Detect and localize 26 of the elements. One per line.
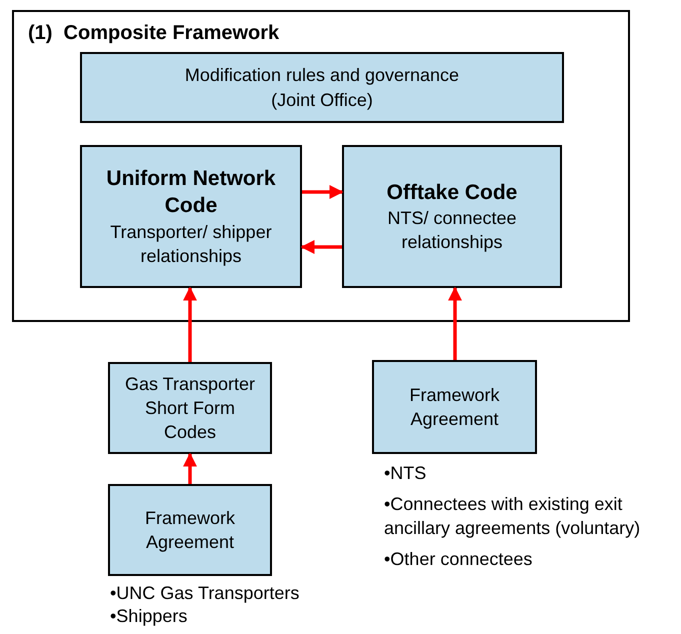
arrow xyxy=(448,286,462,360)
box-heading: Offtake Code xyxy=(386,180,518,206)
process-box xyxy=(108,484,272,576)
arrow xyxy=(183,286,197,362)
process-box xyxy=(372,360,537,454)
arrow xyxy=(300,240,342,254)
box-text: Framework Agreement xyxy=(144,506,236,554)
bullet-item: •UNC Gas Transporters xyxy=(110,582,300,605)
bullet-item: •Shippers xyxy=(110,605,188,628)
arrow xyxy=(302,185,344,199)
bullet-item: •NTS xyxy=(384,462,428,485)
frame-title: (1) Composite Framework xyxy=(28,22,280,45)
box-text: Modification rules and governance (Joint Office) xyxy=(184,64,460,112)
arrow xyxy=(183,452,197,484)
box-heading: Uniform Network Code xyxy=(105,166,277,220)
box-text: NTS/ connectee relationships xyxy=(386,206,518,254)
process-box xyxy=(108,362,272,454)
box-text: Framework Agreement xyxy=(408,384,500,431)
box-text: Transporter/ shipper relationships xyxy=(109,220,273,268)
process-box xyxy=(80,52,564,123)
process-box xyxy=(80,145,302,288)
bullet-item: •Connectees with existing exit ancillary agreements (voluntary) xyxy=(384,493,642,540)
box-text: Gas Transporter Short Form Codes xyxy=(124,372,256,444)
process-box xyxy=(342,145,562,288)
framework-frame xyxy=(12,10,630,322)
bullet-item: •Other connectees xyxy=(384,548,534,572)
